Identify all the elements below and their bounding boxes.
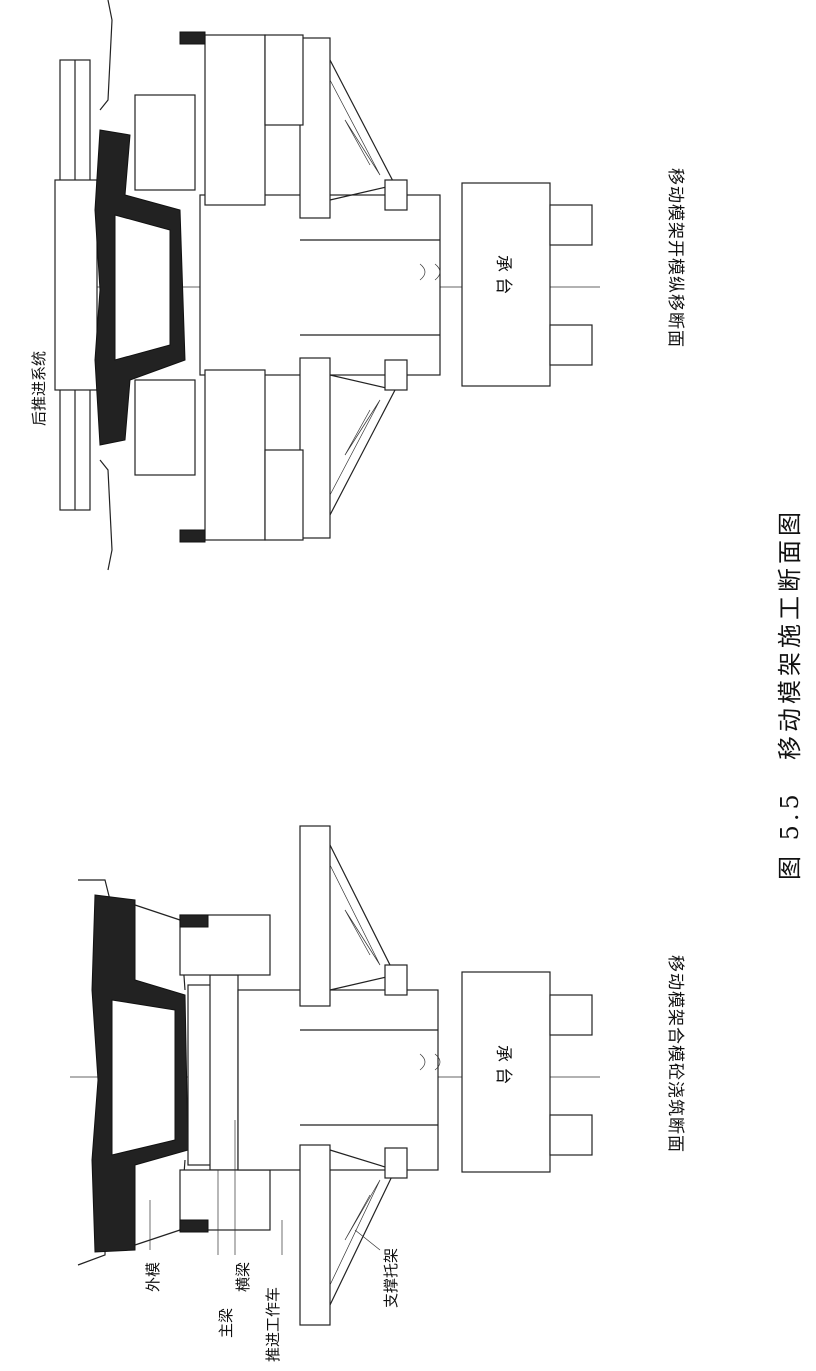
- bottom-section-drawing: [70, 825, 600, 1326]
- top-section-drawing: [54, 0, 600, 571]
- figure-title: 移动模架施工断面图: [776, 508, 804, 760]
- bottom-cap-label: 承 台: [493, 1045, 513, 1085]
- cross-beam-label: 横梁: [234, 1261, 252, 1292]
- rear-push-system-label: 后推进系统: [30, 350, 48, 426]
- figure-number: 图 5.5: [776, 790, 804, 880]
- support-bracket-label: 支撑托架: [382, 1247, 400, 1308]
- top-view-subtitle: 移动模架开模纵移断面: [665, 168, 685, 348]
- push-cart-label: 推进工作车: [264, 1286, 282, 1362]
- bottom-view-subtitle: 移动模架合模砼浇筑断面: [665, 955, 685, 1153]
- top-cap-label: 承 台: [493, 255, 513, 295]
- outer-form-label: 外模: [144, 1261, 162, 1292]
- main-beam-label: 主梁: [217, 1307, 235, 1338]
